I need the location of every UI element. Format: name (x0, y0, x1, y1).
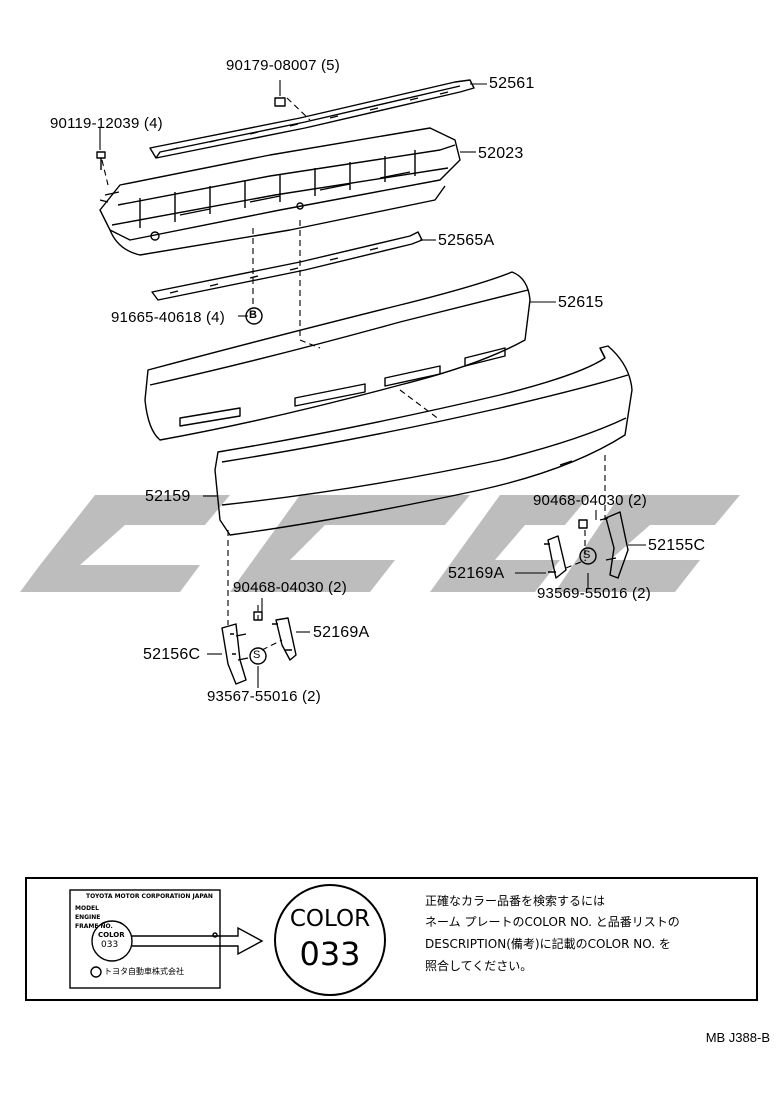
color-circle-label: COLOR (289, 906, 371, 932)
label-52561: 52561 (489, 75, 535, 92)
label-52023: 52023 (478, 145, 524, 162)
note-line-1: 正確なカラー品番を検索するには (425, 894, 606, 908)
label-93567: 93567-55016 (2) (207, 688, 321, 705)
nameplate-outline (69, 889, 221, 989)
color-circle-code: 033 (299, 935, 361, 973)
arrow-icon (132, 926, 264, 956)
absorber-52023 (99, 127, 461, 256)
label-90468-left: 90468-04030 (2) (233, 579, 347, 596)
nameplate-company: トヨタ自動車株式会社 (104, 967, 184, 976)
reinforcement-52561 (149, 79, 475, 159)
label-52169A-right: 52169A (448, 565, 505, 582)
color-legend-box (25, 877, 758, 1001)
mark-s-right: S (583, 549, 591, 561)
mark-b-circle (245, 307, 263, 325)
label-90468-right: 90468-04030 (2) (533, 492, 647, 509)
nameplate-frame: FRAME NO. (75, 923, 113, 930)
color-circle (274, 884, 386, 996)
nameplate-engine: ENGINE (75, 914, 101, 921)
label-52615: 52615 (558, 294, 604, 311)
mark-s-left: S (253, 649, 261, 661)
label-90179: 90179-08007 (5) (226, 57, 340, 74)
nameplate-model: MODEL (75, 905, 99, 912)
label-52565A: 52565A (438, 232, 495, 249)
fasteners (96, 97, 588, 621)
mark-s-right-circle (579, 547, 597, 565)
bracket-52155C (599, 511, 629, 579)
label-52156C: 52156C (143, 646, 201, 663)
label-90119: 90119-12039 (4) (50, 115, 163, 132)
nameplate-maker-line: TOYOTA MOTOR CORPORATION JAPAN (86, 893, 213, 900)
bracket-52156C (221, 623, 249, 685)
note-line-3: DESCRIPTION(備考)に記載のCOLOR NO. を (425, 937, 671, 951)
nameplate-color-circle (91, 920, 133, 962)
label-91665: 91665-40618 (4) (111, 309, 225, 326)
nameplate-color-code: 033 (101, 940, 119, 950)
label-52155C: 52155C (648, 537, 706, 554)
label-93569: 93569-55016 (2) (537, 585, 651, 602)
bumper-cover-52159 (214, 345, 633, 536)
note-line-2: ネーム プレートのCOLOR NO. と品番リストの (425, 915, 680, 929)
reference-code: MB J388-B (705, 1030, 770, 1045)
bumper-cover-52615 (144, 271, 531, 441)
bracket-52169A-right (544, 535, 567, 579)
label-52169A-left: 52169A (313, 624, 370, 641)
mark-b: B (249, 309, 258, 321)
bracket-52169A-left (272, 617, 297, 661)
note-line-4: 照合してください。 (425, 959, 533, 973)
mark-s-left-circle (249, 647, 267, 665)
label-52159: 52159 (145, 488, 191, 505)
nameplate-color-label: COLOR (98, 931, 125, 939)
